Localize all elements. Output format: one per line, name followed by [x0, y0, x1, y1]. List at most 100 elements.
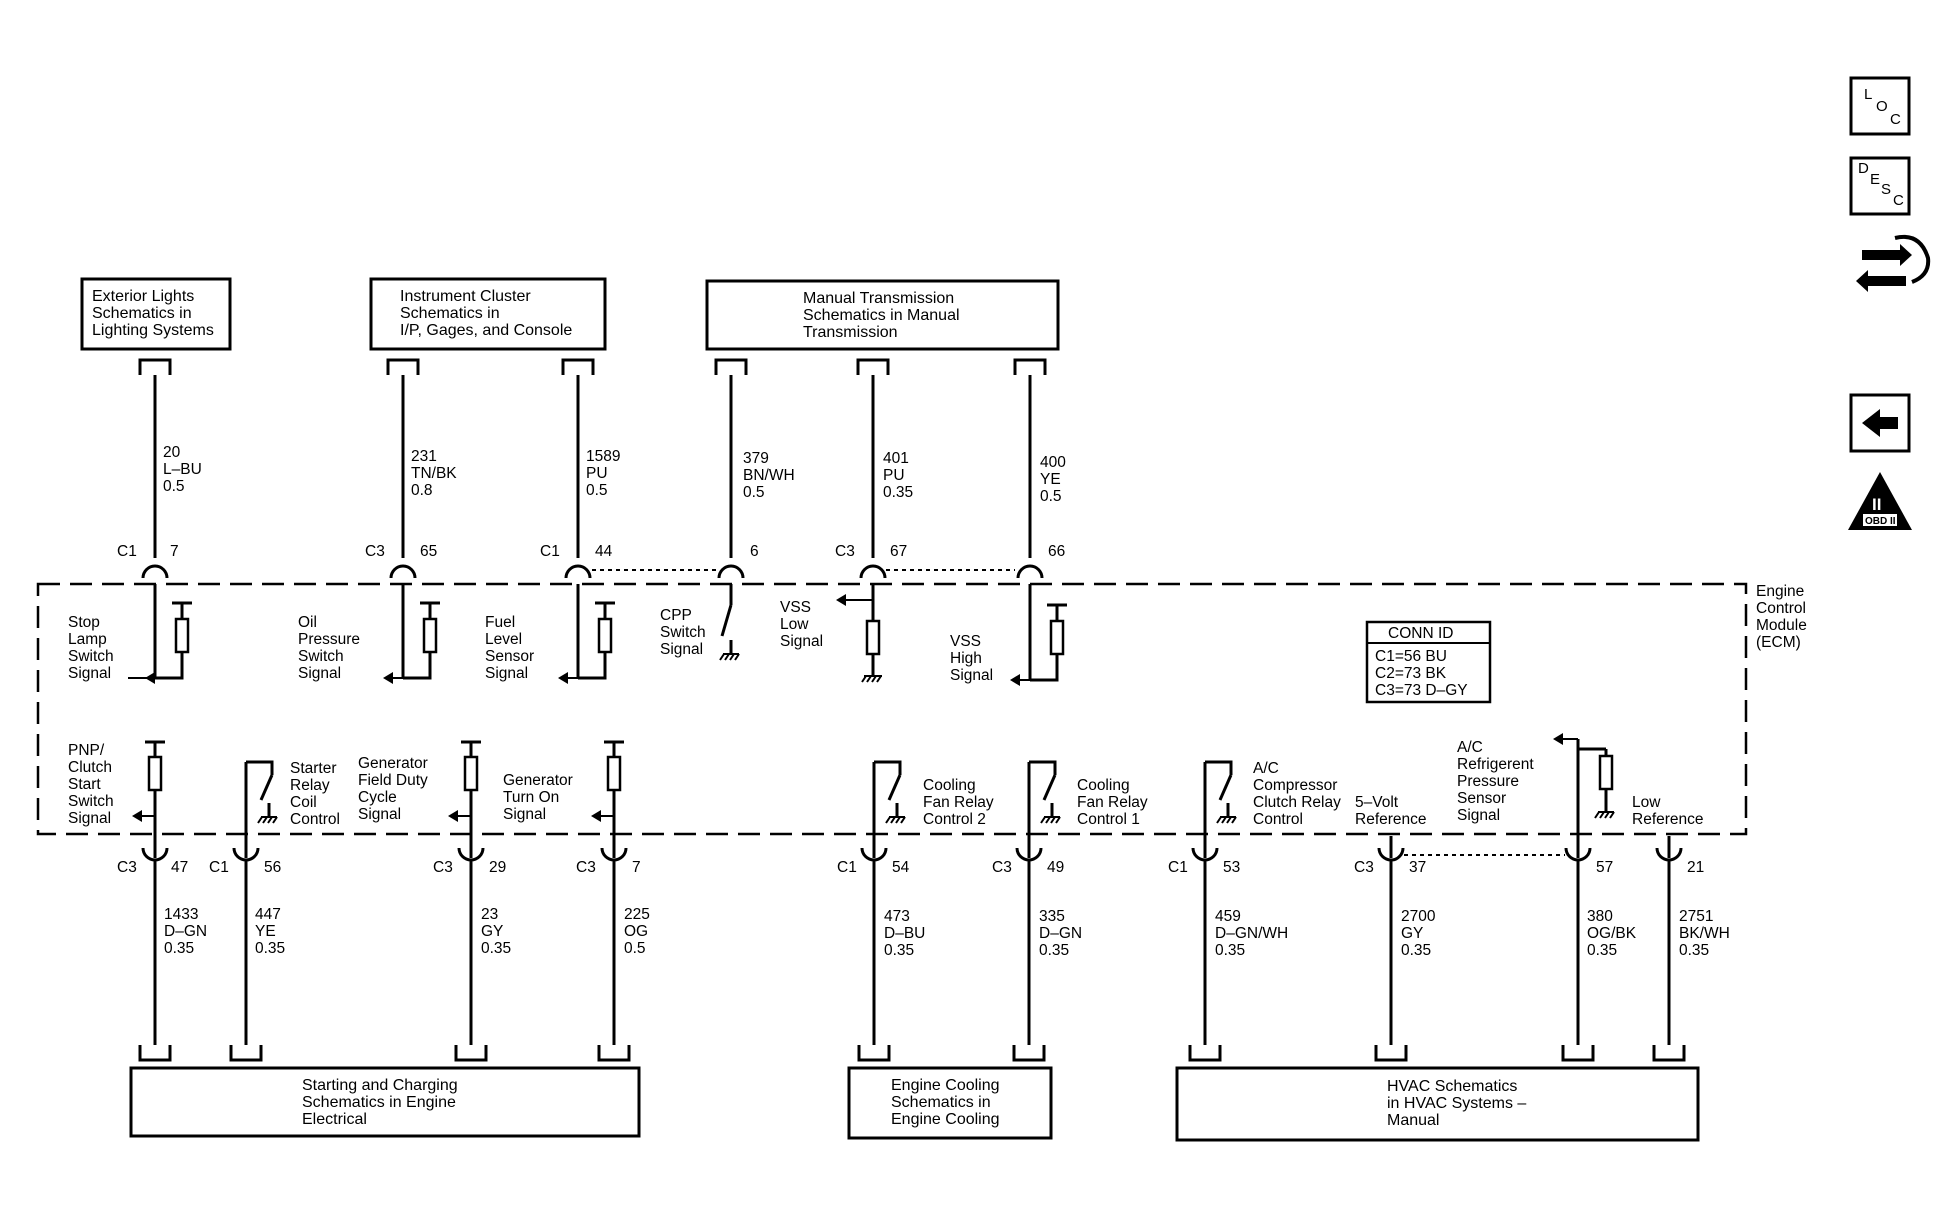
- exterior-lights-box[interactable]: Exterior Lights Schematics in Lighting S…: [80, 277, 232, 351]
- svg-text:Clutch: Clutch: [68, 759, 112, 776]
- svg-text:D–BU: D–BU: [884, 925, 925, 942]
- svg-text:Reference: Reference: [1632, 811, 1704, 828]
- svg-text:231: 231: [411, 448, 437, 465]
- svg-text:TN/BK: TN/BK: [411, 465, 457, 482]
- svg-text:II: II: [1872, 495, 1881, 514]
- svg-text:Lamp: Lamp: [68, 631, 107, 648]
- svg-text:Sensor: Sensor: [485, 648, 534, 665]
- svg-text:Signal: Signal: [358, 806, 401, 823]
- svg-text:C3: C3: [992, 859, 1012, 876]
- fuel-level-pullup: [558, 584, 615, 684]
- connector-icon[interactable]: [1856, 235, 1931, 292]
- svg-text:D–GN/WH: D–GN/WH: [1215, 925, 1288, 942]
- svg-text:C3: C3: [117, 859, 137, 876]
- svg-text:65: 65: [420, 543, 437, 560]
- top-connector-pins: C1 7 C3 65 C1 44 6 C3 67 66: [117, 543, 1065, 560]
- pnp-clutch-signal-label: PNP/ Clutch Start Switch Signal: [68, 742, 114, 827]
- svg-text:C3: C3: [365, 543, 385, 560]
- svg-text:Oil: Oil: [298, 614, 317, 631]
- svg-text:Manual Transmission: Manual Transmission: [803, 290, 954, 307]
- svg-text:6: 6: [750, 543, 759, 560]
- svg-text:0.35: 0.35: [481, 940, 511, 957]
- svg-text:A/C: A/C: [1253, 760, 1279, 777]
- svg-text:Schematics in: Schematics in: [400, 305, 500, 322]
- svg-text:Lighting Systems: Lighting Systems: [92, 322, 214, 339]
- svg-text:7: 7: [632, 859, 641, 876]
- vss-low-input: [836, 584, 882, 683]
- svg-text:Signal: Signal: [68, 665, 111, 682]
- svg-text:44: 44: [595, 543, 613, 560]
- engine-cooling-box[interactable]: Engine Cooling Schematics in Engine Cool…: [847, 1066, 1053, 1140]
- svg-text:67: 67: [890, 543, 907, 560]
- svg-text:C1=56 BU: C1=56 BU: [1375, 648, 1447, 665]
- loc-button[interactable]: L O C: [1849, 76, 1911, 136]
- svg-text:Signal: Signal: [503, 806, 546, 823]
- ecm-boundary: [36, 582, 1748, 836]
- svg-text:in HVAC Systems –: in HVAC Systems –: [1387, 1095, 1526, 1112]
- svg-text:49: 49: [1047, 859, 1064, 876]
- svg-text:Schematics in: Schematics in: [92, 305, 192, 322]
- back-arrow-icon[interactable]: [1849, 393, 1911, 453]
- starting-charging-box[interactable]: Starting and Charging Schematics in Engi…: [129, 1066, 641, 1138]
- svg-text:447: 447: [255, 906, 281, 923]
- svg-text:Engine Cooling: Engine Cooling: [891, 1111, 1000, 1128]
- svg-text:Level: Level: [485, 631, 522, 648]
- svg-text:GY: GY: [1401, 925, 1423, 942]
- svg-text:C1: C1: [837, 859, 857, 876]
- svg-text:Reference: Reference: [1355, 811, 1427, 828]
- desc-button[interactable]: D E S C: [1849, 156, 1911, 216]
- svg-text:459: 459: [1215, 908, 1241, 925]
- svg-text:Signal: Signal: [1457, 807, 1500, 824]
- cooling-fan-1-label: Cooling Fan Relay Control 1: [1077, 777, 1148, 828]
- generator-field-pullup: [448, 740, 481, 858]
- svg-text:Signal: Signal: [660, 641, 703, 658]
- svg-text:0.8: 0.8: [411, 482, 433, 499]
- svg-text:Control: Control: [290, 811, 340, 828]
- svg-text:Schematics in: Schematics in: [891, 1094, 991, 1111]
- svg-text:0.5: 0.5: [586, 482, 608, 499]
- svg-text:OG: OG: [624, 923, 648, 940]
- svg-text:1433: 1433: [164, 906, 198, 923]
- svg-text:Engine Cooling: Engine Cooling: [891, 1077, 1000, 1094]
- svg-text:21: 21: [1687, 859, 1704, 876]
- top-wire-labels: 20 L–BU 0.5 231 TN/BK 0.8 1589 PU 0.5 37…: [163, 444, 1066, 505]
- svg-text:C3=73 D–GY: C3=73 D–GY: [1375, 682, 1468, 699]
- svg-text:Pressure: Pressure: [1457, 773, 1519, 790]
- svg-text:D–GN: D–GN: [164, 923, 207, 940]
- svg-text:23: 23: [481, 906, 498, 923]
- svg-text:335: 335: [1039, 908, 1065, 925]
- pnp-clutch-pullup: [132, 740, 165, 858]
- svg-text:7: 7: [170, 543, 179, 560]
- svg-text:YE: YE: [255, 923, 276, 940]
- svg-text:37: 37: [1409, 859, 1426, 876]
- svg-text:Engine: Engine: [1756, 583, 1804, 600]
- svg-text:Switch: Switch: [68, 793, 114, 810]
- svg-text:401: 401: [883, 450, 909, 467]
- conn-id-box: CONN ID C1=56 BU C2=73 BK C3=73 D–GY: [1365, 620, 1492, 704]
- svg-text:D: D: [1858, 160, 1869, 177]
- bottom-connector-cups: [141, 847, 1683, 862]
- svg-text:PU: PU: [883, 467, 905, 484]
- svg-text:BK/WH: BK/WH: [1679, 925, 1730, 942]
- manual-transmission-box[interactable]: Manual Transmission Schematics in Manual…: [705, 279, 1060, 351]
- svg-text:O: O: [1876, 98, 1888, 115]
- obd-ii-icon[interactable]: OBD II II: [1848, 472, 1912, 530]
- ac-compressor-label: A/C Compressor Clutch Relay Control: [1253, 760, 1341, 828]
- svg-text:0.5: 0.5: [1040, 488, 1062, 505]
- svg-text:C3: C3: [1354, 859, 1374, 876]
- svg-text:C: C: [1893, 192, 1904, 209]
- svg-text:Fuel: Fuel: [485, 614, 515, 631]
- hvac-box[interactable]: HVAC Schematics in HVAC Systems – Manual: [1175, 1066, 1700, 1142]
- svg-text:Control: Control: [1253, 811, 1303, 828]
- svg-text:C3: C3: [576, 859, 596, 876]
- instrument-cluster-box[interactable]: Instrument Cluster Schematics in I/P, Ga…: [369, 277, 607, 351]
- svg-text:0.35: 0.35: [884, 942, 914, 959]
- vss-high-pullup: [1010, 584, 1067, 686]
- svg-text:Control 2: Control 2: [923, 811, 986, 828]
- svg-text:OG/BK: OG/BK: [1587, 925, 1637, 942]
- svg-text:Signal: Signal: [485, 665, 528, 682]
- svg-text:HVAC Schematics: HVAC Schematics: [1387, 1078, 1517, 1095]
- svg-text:E: E: [1870, 171, 1880, 188]
- svg-text:GY: GY: [481, 923, 503, 940]
- svg-text:Starter: Starter: [290, 760, 337, 777]
